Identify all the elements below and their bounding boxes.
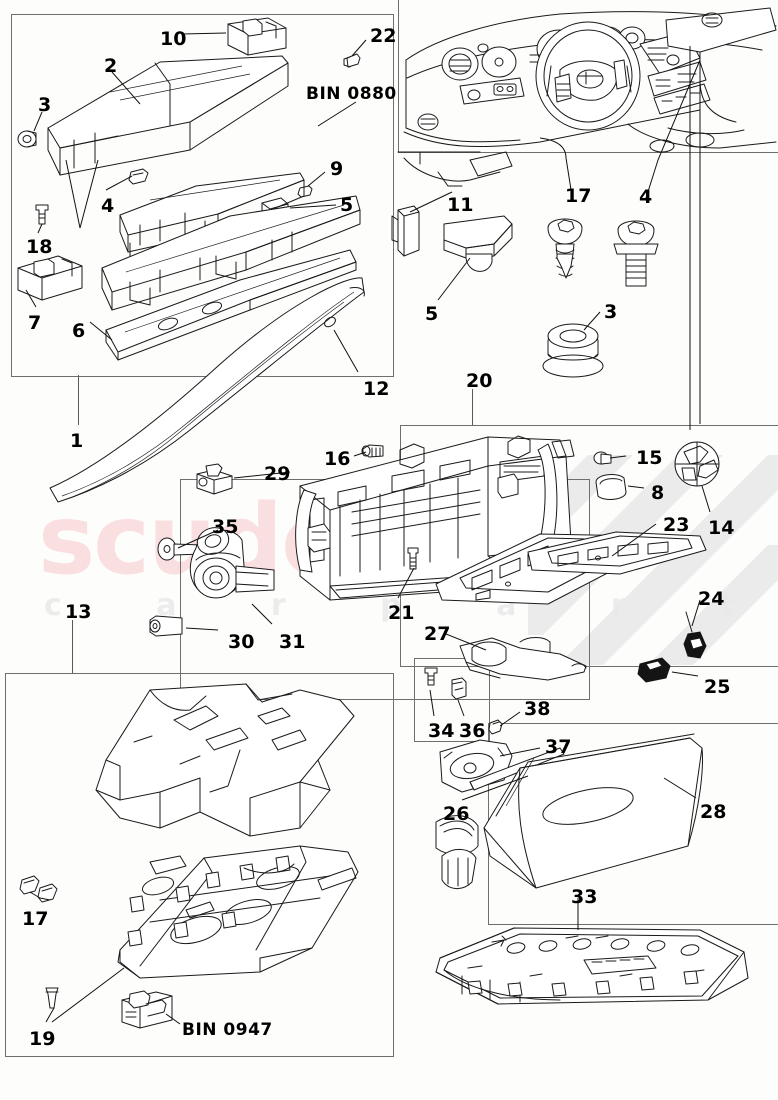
leader-panel-13: [72, 620, 73, 673]
callout-10: 10: [160, 28, 187, 50]
panel-assembly-20: [400, 425, 778, 667]
bin-label-0947: BIN 0947: [182, 1020, 273, 1040]
part-4-bolt: [613, 220, 659, 287]
callout-34: 34: [428, 720, 455, 742]
part-3-flange-nut: [542, 323, 604, 378]
part-11-clip: [391, 205, 420, 257]
callout-13: 13: [65, 601, 92, 623]
callout-27: 27: [424, 623, 451, 645]
part-16-screw: [361, 444, 384, 458]
callout-24: 24: [698, 588, 725, 610]
callout-14: 14: [708, 517, 735, 539]
callout-8: 8: [651, 482, 665, 504]
callout-17b: 17: [22, 908, 49, 930]
callout-15: 15: [636, 447, 663, 469]
callout-30: 30: [228, 631, 255, 653]
part-28-door-hinge: [435, 815, 479, 889]
callout-18: 18: [26, 236, 53, 258]
part-17-screw: [547, 218, 583, 279]
callout-5a: 5: [340, 194, 354, 216]
callout-4a: 4: [101, 195, 115, 217]
callout-28: 28: [700, 801, 727, 823]
callout-29: 29: [264, 463, 291, 485]
leader-panel-1: [78, 375, 79, 425]
callout-11: 11: [447, 194, 474, 216]
callout-16: 16: [324, 448, 351, 470]
callout-7: 7: [28, 312, 42, 334]
callout-6: 6: [72, 320, 86, 342]
callout-22: 22: [370, 25, 397, 47]
callout-4b: 4: [639, 186, 653, 208]
part-30-bolt: [149, 615, 183, 637]
panel-assembly-1: [11, 14, 394, 377]
callout-35: 35: [212, 516, 239, 538]
callout-17a: 17: [565, 185, 592, 207]
callout-2: 2: [104, 55, 118, 77]
callout-5b: 5: [425, 303, 439, 325]
leader-panel-20: [472, 389, 473, 425]
callout-3a: 3: [38, 94, 52, 116]
bin-label-0880: BIN 0880: [306, 84, 397, 104]
callout-23: 23: [663, 514, 690, 536]
callout-36: 36: [459, 720, 486, 742]
callout-21: 21: [388, 602, 415, 624]
callout-12: 12: [363, 378, 390, 400]
panel-door-28: [488, 723, 778, 925]
callout-37: 37: [545, 736, 572, 758]
callout-33: 33: [571, 886, 598, 908]
callout-19: 19: [29, 1028, 56, 1050]
part-5-clip-right: [443, 215, 513, 272]
callout-20: 20: [466, 370, 493, 392]
callout-3b: 3: [604, 301, 618, 323]
callout-38: 38: [524, 698, 551, 720]
panel-assembly-13: [5, 673, 394, 1057]
panel-dashboard: [398, 0, 778, 153]
part-33-lower-trim: [435, 927, 749, 1005]
callout-31: 31: [279, 631, 306, 653]
callout-9: 9: [330, 158, 344, 180]
callout-1: 1: [70, 430, 84, 452]
callout-26: 26: [443, 803, 470, 825]
callout-25: 25: [704, 676, 731, 698]
